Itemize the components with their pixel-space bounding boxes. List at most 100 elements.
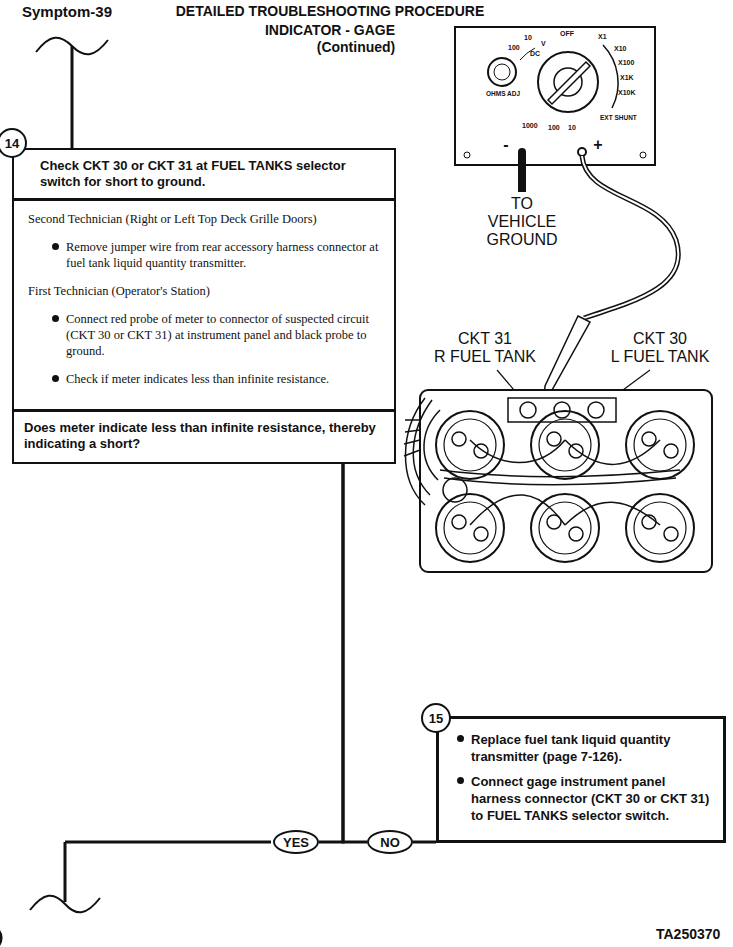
action-box: Replace fuel tank liquid quantity transm… — [436, 716, 726, 843]
dial-marking: 10 — [568, 124, 576, 132]
ground-lead — [518, 152, 526, 192]
wire-grommet — [443, 478, 467, 502]
switch-socket — [531, 494, 599, 562]
socket-terminal — [452, 432, 466, 446]
socket-terminal — [452, 515, 466, 529]
socket-terminal — [664, 527, 678, 541]
figure-number: TA250370 — [656, 926, 720, 942]
connector-pin — [520, 402, 536, 418]
switch-housing — [420, 390, 712, 572]
socket-terminal — [474, 527, 488, 541]
step-number: 15 — [421, 703, 451, 733]
bullet-dot — [52, 315, 59, 322]
ohms-adjust-knob — [488, 58, 516, 86]
mount-hole — [464, 152, 470, 158]
dial-marking: DC — [530, 50, 540, 58]
socket-terminal — [547, 432, 561, 446]
fuel-tanks-selector-switch — [404, 390, 712, 572]
mount-hole — [640, 152, 646, 158]
flow-line — [65, 841, 271, 844]
dial-marking: X10K — [618, 89, 636, 97]
connector-pin — [554, 402, 570, 418]
plus-terminal — [578, 148, 586, 156]
callout-label: CKT 31 — [458, 330, 512, 348]
flow-line — [71, 46, 74, 148]
ohms-adjust-knob — [494, 64, 510, 80]
switch-socket — [444, 502, 496, 554]
wire — [470, 495, 565, 525]
terminal-sign: - — [503, 136, 508, 154]
dial-marking: 100 — [548, 124, 560, 132]
callout-label: R FUEL TANK — [434, 348, 536, 366]
bullet-dot — [52, 243, 59, 250]
wire — [424, 410, 440, 480]
step-number: 14 — [0, 128, 27, 158]
flow-connector — [413, 842, 436, 843]
off-page-connector — [30, 896, 100, 913]
dial-marking: 10 — [524, 34, 532, 42]
wire — [565, 502, 660, 525]
switch-socket — [626, 494, 694, 562]
callout-label: GROUND — [486, 231, 557, 249]
red-probe-lead — [582, 156, 678, 318]
callout-label: L FUEL TANK — [611, 348, 710, 366]
wire — [413, 400, 432, 495]
step-number-text: 14 — [5, 136, 19, 151]
connector-pin — [588, 402, 604, 418]
switch-socket — [436, 411, 694, 562]
answer-oval: NO — [367, 830, 413, 854]
step-instruction: Connect red probe of meter to connector … — [50, 311, 382, 359]
dial-scale — [603, 45, 618, 108]
dial-marking: X1K — [620, 74, 634, 82]
technician-heading: First Technician (Operator's Station) — [28, 283, 382, 299]
knob-label: OHMS ADJ — [486, 90, 520, 97]
wire — [470, 440, 565, 463]
bullet-dot — [52, 375, 59, 382]
harness-connector — [508, 398, 616, 422]
switch-socket — [539, 419, 591, 471]
answer-oval: YES — [273, 830, 319, 854]
action-step: Replace fuel tank liquid quantity transm… — [455, 731, 713, 765]
dial-marking: V — [541, 40, 546, 48]
bullet-dot — [457, 777, 464, 784]
switch-wiring — [404, 398, 680, 525]
switch-socket — [634, 419, 686, 471]
dial-marking: OFF — [560, 30, 574, 38]
terminal-sign: + — [593, 136, 602, 154]
socket-terminal — [642, 432, 656, 446]
switch-socket — [626, 411, 694, 479]
step-body: Second Technician (Right or Left Top Dec… — [14, 201, 394, 409]
page-title: DETAILED TROUBLESHOOTING PROCEDURE INDIC… — [160, 2, 500, 40]
title-note: (Continued) — [317, 39, 396, 55]
procedure-box: Check CKT 30 or CKT 31 at FUEL TANKS sel… — [12, 148, 396, 464]
dial-marking: X100 — [618, 59, 634, 67]
answer-text: NO — [380, 835, 400, 850]
flow-connector — [343, 462, 367, 842]
flow-line — [343, 462, 367, 842]
wire — [565, 440, 660, 464]
meter-case — [455, 27, 655, 165]
flow-line — [319, 462, 343, 842]
answer-text: YES — [283, 835, 309, 850]
bullet-dot — [457, 735, 464, 742]
callout-label: TO — [511, 195, 533, 213]
flow-connector — [319, 462, 343, 842]
wire — [404, 420, 420, 456]
dial-marking: X1 — [598, 33, 607, 41]
red-probe-lead — [582, 156, 678, 318]
dial-marking: 100 — [508, 44, 520, 52]
action-step: Connect gage instrument panel harness co… — [455, 773, 713, 824]
step-number-text: 15 — [429, 710, 443, 727]
flow-line — [413, 841, 436, 844]
switch-socket — [634, 502, 686, 554]
technician-heading: Second Technician (Right or Left Top Dec… — [28, 211, 382, 227]
switch-socket — [436, 411, 504, 479]
range-dial — [538, 52, 598, 112]
dial-pointer — [548, 62, 590, 104]
decision-box: Does meter indicate less than infinite r… — [14, 409, 394, 462]
callout-label: VEHICLE — [488, 213, 556, 231]
wire — [440, 470, 680, 477]
dial-marking: EXT SHUNT — [600, 114, 637, 121]
page-header: Symptom-39 — [22, 3, 112, 20]
